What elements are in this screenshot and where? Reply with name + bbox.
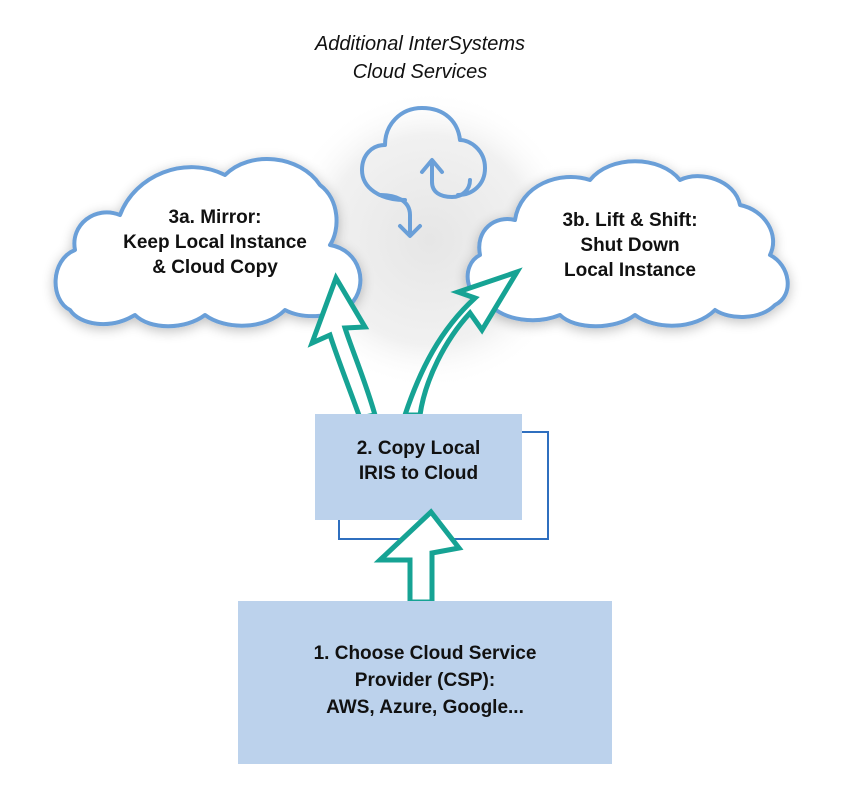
arrow-step2-to-step3a [307,272,379,421]
step2-label: 2. Copy Local IRIS to Cloud [315,436,522,486]
step3a-label: 3a. Mirror: Keep Local Instance & Cloud … [85,205,345,280]
header-line-1: Additional InterSystems [314,33,526,55]
step1-box [238,601,612,764]
cloud-sync-icon [360,106,487,238]
header-title: Additional InterSystems Cloud Services [230,30,610,86]
step3b-line-3: Local Instance [564,260,696,281]
header-line-2: Cloud Services [352,61,488,83]
step3b-line-2: Shut Down [580,235,680,256]
step1-line-1: 1. Choose Cloud Service [313,643,537,664]
step1-line-3: AWS, Azure, Google... [326,697,524,718]
step2-box [315,414,522,520]
arrow-step1-to-step2 [373,508,464,605]
step3a-line-1: 3a. Mirror: [168,207,262,228]
step3b-line-1: 3b. Lift & Shift: [562,210,698,231]
step1-line-2: Provider (CSP): [354,670,496,691]
step1-label: 1. Choose Cloud Service Provider (CSP): … [238,640,612,721]
step3b-label: 3b. Lift & Shift: Shut Down Local Instan… [505,208,755,283]
step2-line-2: IRIS to Cloud [358,463,479,484]
cloud-3a-shape [53,157,363,329]
step3a-line-2: Keep Local Instance [123,232,307,253]
arrow-step2-to-step3b [401,267,523,418]
step2-line-1: 2. Copy Local [356,438,481,459]
cloud-3b-shape [465,159,790,329]
step3a-line-3: & Cloud Copy [152,257,278,278]
